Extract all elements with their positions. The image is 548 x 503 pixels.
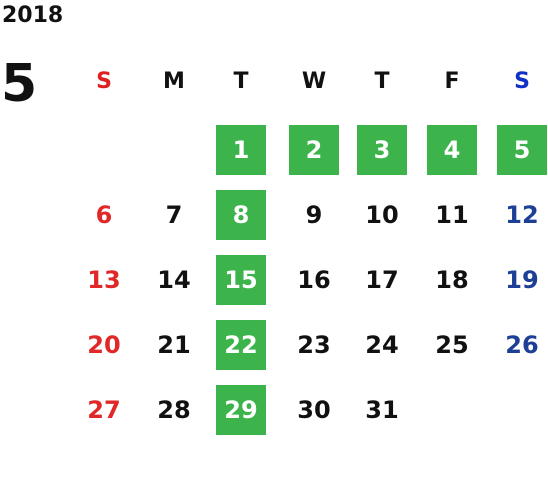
- day-cell[interactable]: 18: [435, 266, 469, 294]
- day-cell[interactable]: 9: [305, 201, 323, 229]
- day-cell[interactable]: 23: [297, 331, 331, 359]
- weekday-thursday: T: [374, 68, 390, 94]
- day-cell-saturday[interactable]: 19: [505, 266, 539, 294]
- weekday-sunday: S: [96, 68, 112, 94]
- year-label: 2018: [2, 3, 64, 28]
- day-cell-saturday[interactable]: 12: [505, 201, 539, 229]
- day-cell[interactable]: 17: [365, 266, 399, 294]
- day-cell-highlighted[interactable]: 8: [216, 190, 266, 240]
- day-cell-highlighted[interactable]: 5: [497, 125, 547, 175]
- weekday-monday: M: [163, 68, 185, 94]
- day-cell[interactable]: 30: [297, 396, 331, 424]
- day-cell-saturday[interactable]: 26: [505, 331, 539, 359]
- weekday-tuesday: T: [233, 68, 249, 94]
- day-cell[interactable]: 11: [435, 201, 469, 229]
- day-cell-highlighted[interactable]: 22: [216, 320, 266, 370]
- weekday-wednesday: W: [301, 68, 327, 94]
- day-cell[interactable]: 14: [157, 266, 191, 294]
- month-number: 5: [1, 54, 38, 114]
- day-cell-highlighted[interactable]: 4: [427, 125, 477, 175]
- day-cell-highlighted[interactable]: 3: [357, 125, 407, 175]
- day-cell-highlighted[interactable]: 29: [216, 385, 266, 435]
- day-cell-highlighted[interactable]: 2: [289, 125, 339, 175]
- day-cell[interactable]: 7: [165, 201, 183, 229]
- day-cell-sunday[interactable]: 27: [87, 396, 121, 424]
- day-cell[interactable]: 16: [297, 266, 331, 294]
- day-cell[interactable]: 25: [435, 331, 469, 359]
- day-cell-sunday[interactable]: 20: [87, 331, 121, 359]
- day-cell[interactable]: 24: [365, 331, 399, 359]
- weekday-friday: F: [444, 68, 460, 94]
- day-cell-highlighted[interactable]: 15: [216, 255, 266, 305]
- day-cell-highlighted[interactable]: 1: [216, 125, 266, 175]
- day-cell[interactable]: 10: [365, 201, 399, 229]
- weekday-saturday: S: [514, 68, 530, 94]
- day-cell[interactable]: 28: [157, 396, 191, 424]
- day-cell-sunday[interactable]: 13: [87, 266, 121, 294]
- day-cell[interactable]: 31: [365, 396, 399, 424]
- day-cell-sunday[interactable]: 6: [95, 201, 113, 229]
- day-cell[interactable]: 21: [157, 331, 191, 359]
